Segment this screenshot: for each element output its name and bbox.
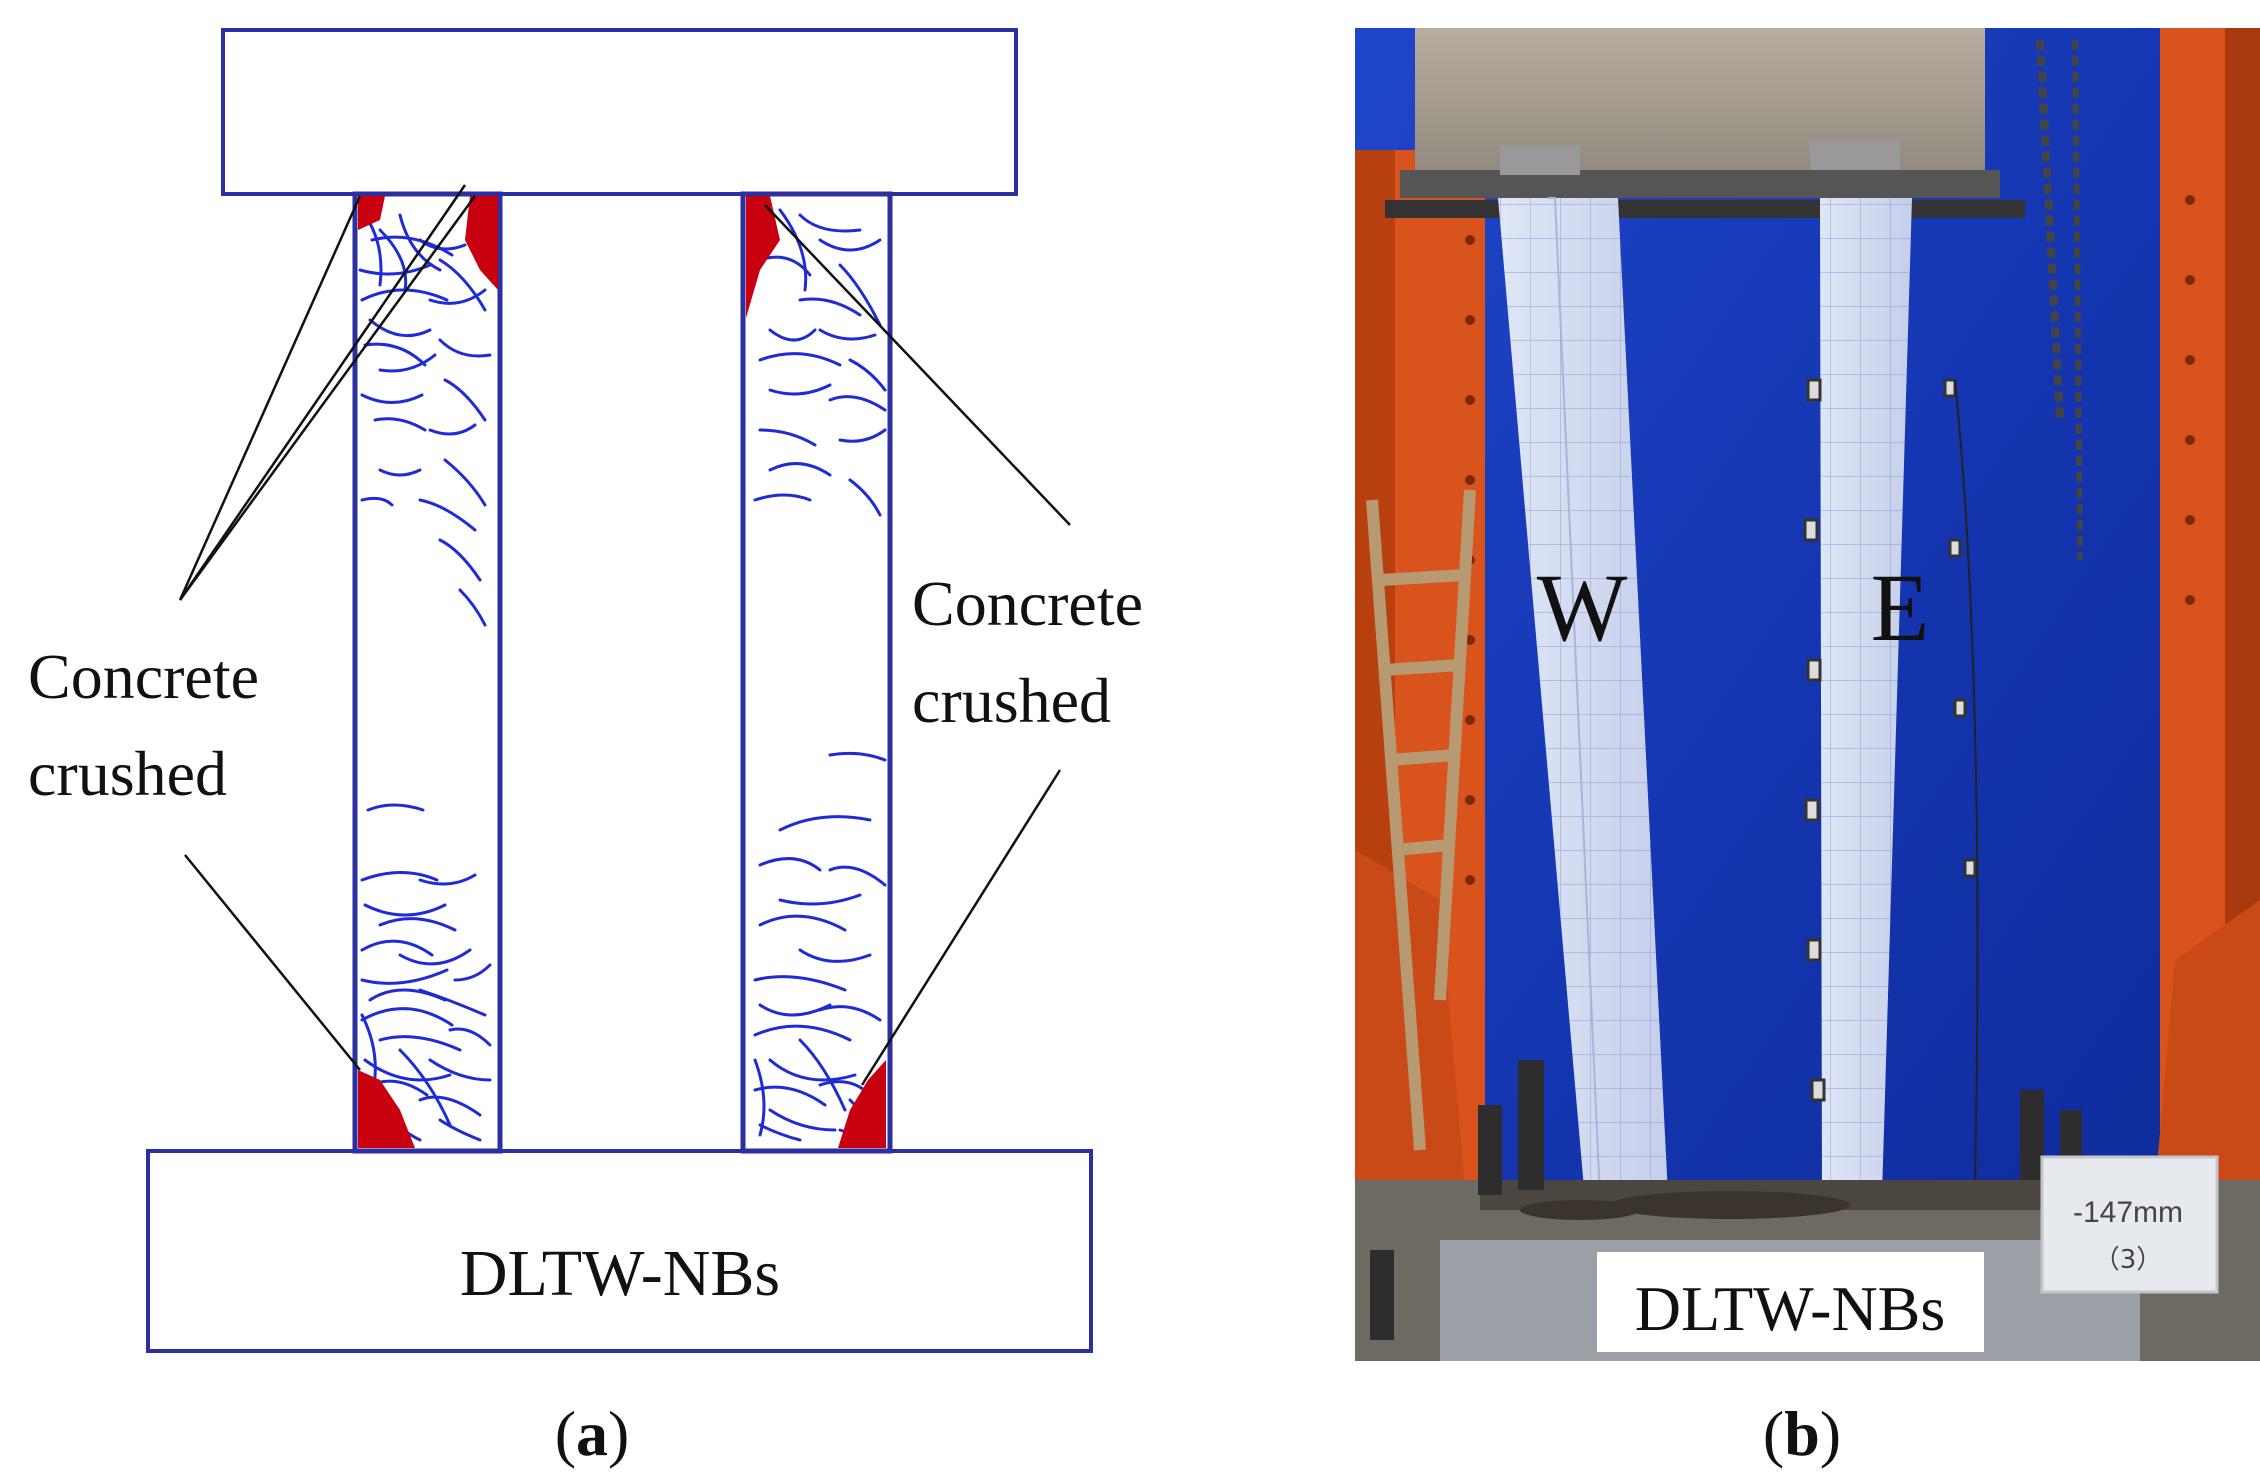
displacement-sign	[2040, 1155, 2219, 1294]
callout-right-line1: Concrete	[912, 568, 1143, 639]
sign-line2: （3）	[2094, 1245, 2163, 1275]
callout-right-line2: crushed	[912, 665, 1111, 736]
wall-left	[352, 191, 503, 1154]
wall-e-label: E	[1871, 554, 1930, 661]
svg-text:(a): (a)	[555, 1398, 630, 1469]
leader-lines	[178, 184, 1071, 1086]
specimen-label-a: DLTW-NBs	[460, 1237, 780, 1310]
caption-b: (b)	[1763, 1398, 1841, 1469]
ladder	[1366, 489, 1476, 1151]
svg-text:(b): (b)	[1763, 1398, 1841, 1469]
crush-right-bottom	[838, 1060, 886, 1148]
callout-left-line1: Concrete	[28, 641, 259, 712]
caption-a-letter: a	[576, 1398, 608, 1469]
base-beam	[146, 1149, 1093, 1353]
top-beam	[221, 28, 1018, 196]
wall-right	[740, 191, 893, 1154]
wall-w-label: W	[1537, 554, 1628, 661]
caption-a: (a)	[555, 1398, 630, 1469]
crushed-zones	[358, 196, 886, 1148]
crush-left-top-left	[358, 196, 385, 230]
crush-right-top	[746, 196, 780, 318]
specimen-label-box-b	[1597, 1252, 1984, 1352]
caption-b-letter: b	[1784, 1398, 1820, 1469]
specimen-label-b: DLTW-NBs	[1635, 1273, 1946, 1344]
callout-left-line2: crushed	[28, 738, 227, 809]
panel-a: Concrete crushed Concrete crushed DLTW-N…	[28, 28, 1143, 1353]
panel-b-photo: W E -147mm （3） DLTW-NBs	[1355, 28, 2260, 1361]
crush-left-bottom	[358, 1070, 415, 1148]
crush-left-top-right	[465, 196, 498, 290]
sign-line1: -147mm	[2073, 1196, 2183, 1229]
